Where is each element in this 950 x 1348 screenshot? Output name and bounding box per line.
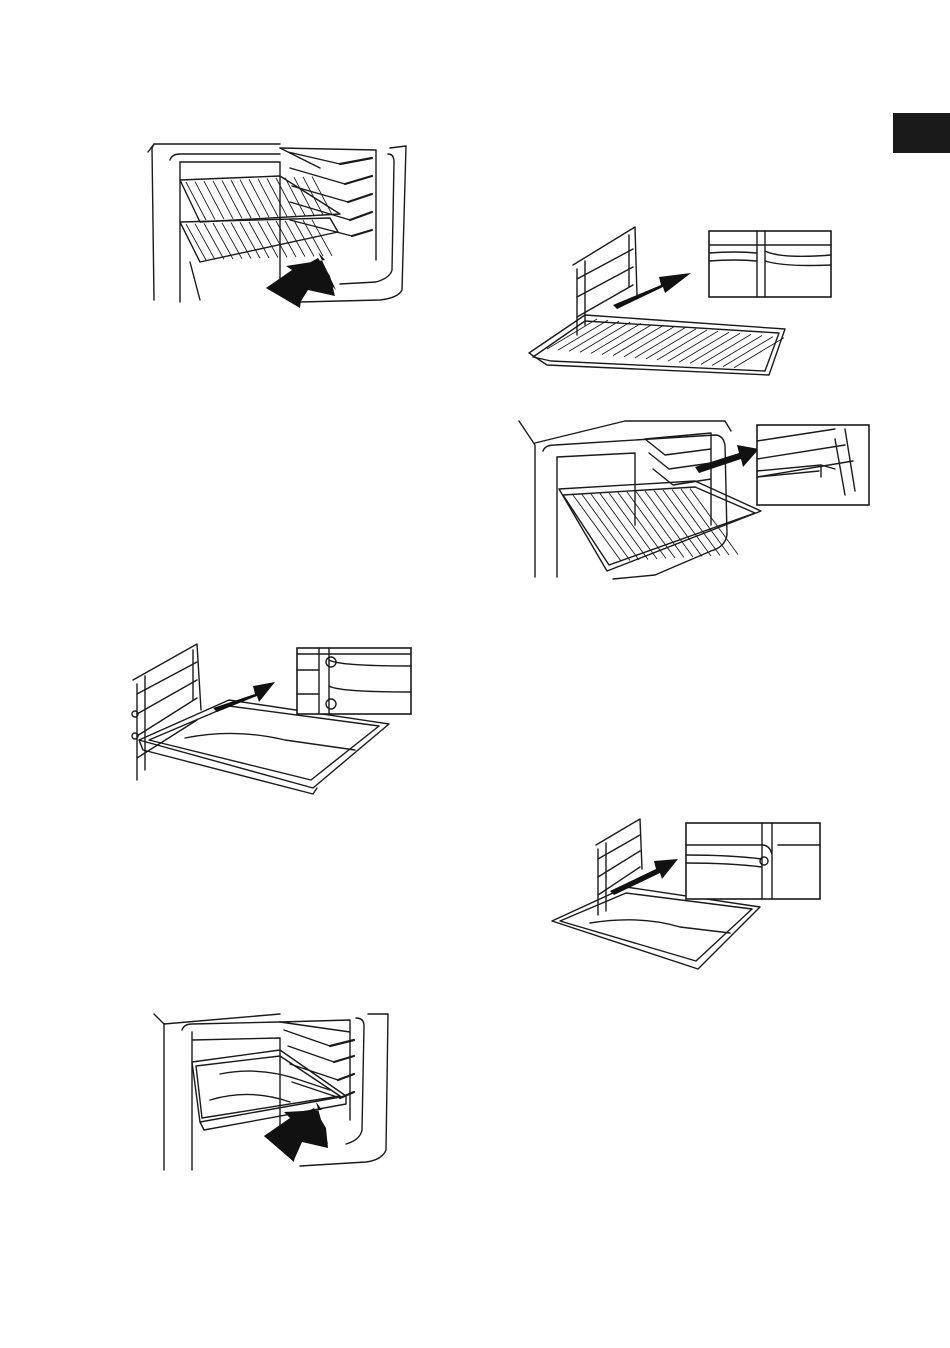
- baking-tray-side-rail-figure: [125, 640, 415, 795]
- baking-tray-rail-detail-figure: [550, 815, 830, 975]
- wire-rack-side-rail-detail-figure: [525, 225, 835, 385]
- oven-wire-rack-rail-detail-figure: [515, 415, 875, 585]
- oven-wire-rack-insert-figure: [140, 140, 410, 310]
- section-tab-marker: [893, 113, 950, 153]
- oven-baking-tray-insert-figure: [150, 1010, 395, 1175]
